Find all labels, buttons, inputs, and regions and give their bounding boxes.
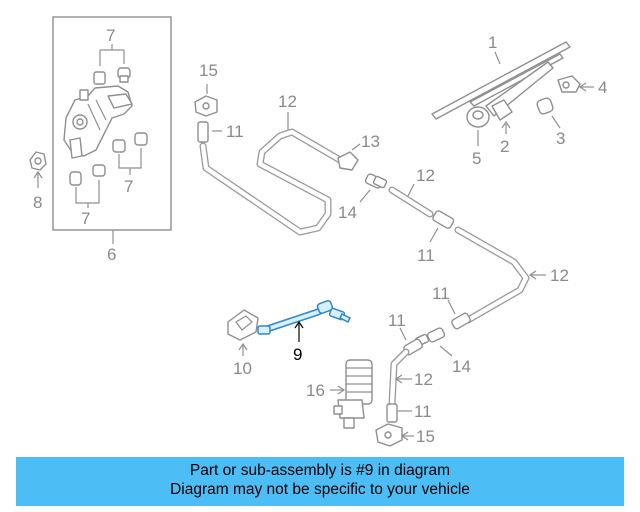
callout-11-lower: 11 (388, 311, 406, 330)
callout-15-bottom: 15 (416, 427, 435, 446)
sleeve-11-top-part (197, 121, 209, 143)
callout-12-mid: 12 (416, 166, 435, 185)
leader-12-mid (407, 183, 415, 197)
washer-hose-9-part (257, 300, 352, 335)
sleeve-11-mid-part (432, 210, 455, 229)
leader-7-right (118, 148, 142, 175)
callout-12-right: 12 (550, 266, 569, 285)
leader-13 (351, 143, 361, 151)
leader-7-bottom (75, 180, 100, 208)
leader-14-top (359, 189, 371, 203)
washer-nozzle-part (557, 75, 581, 93)
callout-2: 2 (500, 137, 509, 156)
callout-14-lower: 14 (452, 357, 471, 376)
callout-7-top: 7 (106, 26, 115, 45)
callout-10: 10 (233, 359, 252, 378)
wiper-motor-part (63, 85, 133, 159)
nut-part (29, 151, 47, 171)
bushing-part (93, 67, 131, 85)
washer-pump-part (333, 359, 373, 429)
parts-diagram: 6 7 7 7 8 1 (29, 16, 607, 447)
banner-line-2: Diagram may not be specific to your vehi… (170, 481, 470, 498)
callout-1: 1 (488, 33, 497, 52)
leader-11-right (447, 299, 456, 315)
sleeve-11-bottom-part (386, 403, 398, 423)
nozzle-bracket-part (227, 309, 259, 341)
callout-11-top: 11 (226, 122, 244, 141)
callout-7-bottom: 7 (81, 209, 90, 228)
leader-1 (494, 51, 501, 65)
callout-12-top: 12 (278, 92, 297, 111)
banner-line-1: Part or sub-assembly is #9 in diagram (189, 462, 451, 479)
callout-13: 13 (361, 132, 380, 151)
callout-3: 3 (556, 129, 565, 148)
check-valve-part (337, 151, 359, 171)
connector-15-top-part (194, 95, 218, 117)
callout-8: 8 (33, 193, 42, 212)
callout-15-top: 15 (199, 61, 218, 80)
leader-11-mid (429, 227, 439, 243)
callout-11-right: 11 (432, 284, 450, 303)
callout-16: 16 (306, 381, 325, 400)
callout-5: 5 (472, 149, 481, 168)
wiper-arm-part (485, 61, 554, 121)
leader-11-lower (399, 327, 407, 341)
callout-11-mid: 11 (417, 246, 435, 265)
callout-7-right: 7 (124, 177, 133, 196)
callout-14-top: 14 (338, 203, 357, 222)
callout-4: 4 (598, 78, 607, 97)
joint-14-top-part (364, 173, 388, 189)
leader-3 (551, 115, 561, 129)
arm-cover-part (536, 97, 554, 115)
sleeve-11-right-part (451, 312, 471, 330)
leader-14-lower (439, 345, 453, 357)
connector-15-bottom-part (375, 423, 403, 447)
info-banner: Part or sub-assembly is #9 in diagram Di… (16, 457, 624, 506)
callout-12-low: 12 (414, 370, 433, 389)
callout-11-bottom: 11 (414, 402, 432, 421)
grommet-part (69, 132, 148, 186)
leader-7-top (99, 44, 125, 66)
callout-9: 9 (293, 345, 302, 364)
callout-6: 6 (107, 245, 116, 264)
pivot-cap-part (466, 106, 490, 128)
